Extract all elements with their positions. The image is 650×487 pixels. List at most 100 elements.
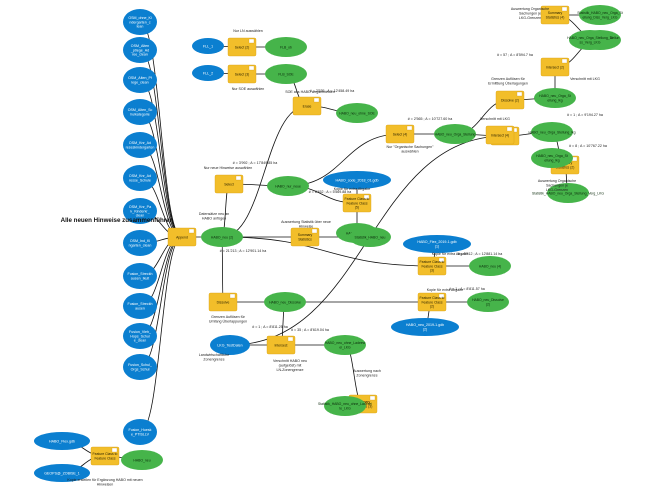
input-label: Fusion_Streckh bbox=[128, 302, 153, 306]
input-label: resse_Schule bbox=[129, 179, 151, 183]
input-dataset-node[interactable]: LKG_TestDaten bbox=[210, 335, 250, 355]
output-ellipse bbox=[324, 396, 366, 416]
tool-node[interactable]: Append bbox=[167, 227, 197, 247]
output-ellipse bbox=[569, 30, 611, 50]
tool-node[interactable]: Select (4) bbox=[385, 124, 415, 144]
input-label: reseskindergarten bbox=[126, 146, 155, 150]
output-dataset-node[interactable]: HABO_neu_Dissolve(2) bbox=[467, 292, 509, 312]
tool-label: Summary bbox=[298, 233, 313, 237]
output-dataset-node[interactable]: HABO_nur_neue bbox=[267, 176, 309, 196]
output-dataset-node[interactable]: FLB_SOE bbox=[265, 64, 307, 84]
input-ellipse bbox=[123, 67, 157, 93]
input-dataset-node[interactable]: Fusion_Vieh_Hops_Schule_clean bbox=[123, 323, 157, 349]
tool-label: Select bbox=[224, 182, 233, 186]
tool-node[interactable]: Erase bbox=[292, 96, 322, 116]
output-dataset-node[interactable]: HABO_neu_Orga_Stellung bbox=[434, 124, 476, 144]
annotation-text: Sachungen je bbox=[546, 183, 568, 187]
input-dataset-node[interactable]: HABO_Flex.gdb bbox=[34, 432, 90, 450]
tool-node[interactable]: Intersect bbox=[266, 335, 296, 355]
input-ellipse bbox=[123, 9, 157, 35]
annotation-text: Kopie für extra Abgabe bbox=[334, 187, 371, 191]
output-ellipse bbox=[349, 227, 391, 247]
output-ellipse bbox=[264, 292, 306, 312]
input-label: HABO_Flex_2019-1.gdb bbox=[417, 240, 456, 244]
input-dataset-node[interactable]: HABO_Flex_2019-1.gdb(1) bbox=[403, 235, 471, 253]
input-dataset-node[interactable]: FLL_1 bbox=[192, 38, 224, 54]
edge-count-label: # = 57 ; A = 8'594.7 ha bbox=[497, 53, 533, 57]
input-label: LKG_TestDaten bbox=[217, 343, 242, 347]
output-dataset-node[interactable]: HABO_neu_ohne_SOE bbox=[336, 103, 378, 123]
hammer-icon bbox=[561, 6, 568, 12]
output-dataset-node[interactable]: Statistik_HABO_neu bbox=[349, 227, 391, 247]
output-dataset-node[interactable]: HABO_neu_Orga_Stellung_Diss_Verg_LKG bbox=[567, 30, 613, 50]
input-dataset-node[interactable]: OSM_Knr_Pak_Kinderkr_clean bbox=[123, 198, 157, 224]
tool-label: Feature Class to bbox=[345, 197, 370, 201]
tool-label: Select (4) bbox=[393, 132, 408, 136]
edge-count-label: # = 3'992 ; A = 17'849.85 ha bbox=[233, 161, 278, 165]
tool-label: Feature Class bbox=[94, 456, 115, 460]
tool-label: Statistics bbox=[298, 237, 312, 241]
tool-node[interactable]: Select (3) bbox=[227, 64, 257, 84]
annotation-text: LN-Zonengrenze bbox=[277, 368, 304, 372]
output-dataset-node[interactable]: HABO_neu bbox=[121, 450, 163, 470]
output-dataset-node[interactable]: HABO_neu_Dissolve bbox=[264, 292, 306, 312]
input-ellipse bbox=[192, 65, 224, 81]
tool-node[interactable]: Intersect (4) bbox=[485, 125, 515, 145]
output-ellipse bbox=[265, 37, 307, 57]
output-dataset-node[interactable]: FLB_ob bbox=[265, 37, 307, 57]
tool-node[interactable]: Dissolve (2) bbox=[495, 90, 525, 110]
annotation-text: Landwirtschaftliche bbox=[199, 353, 230, 357]
output-label: HABO_neu_Dissolve bbox=[472, 298, 504, 302]
input-dataset-node[interactable]: HABO_code_2018_01.gdb bbox=[323, 171, 391, 189]
output-label: HABO_neu_ohne_Ladeew bbox=[325, 341, 366, 345]
input-dataset-node[interactable]: HABO_neu_2019-1.gdb(2) bbox=[391, 318, 459, 336]
tool-node[interactable]: Select (2) bbox=[227, 37, 257, 57]
output-label: HABO_neu_Orga_Stellung_Di bbox=[567, 36, 613, 40]
hammer-icon bbox=[313, 97, 320, 103]
output-dataset-node[interactable]: HABO_neu_Orga_Stellung_lkg bbox=[534, 88, 576, 108]
edge-count-label: # = 1 ; A = 8'811.57 ha bbox=[449, 287, 485, 291]
hammer-icon bbox=[516, 91, 523, 97]
input-dataset-node[interactable]: Fusion_Schul_Orgs_Schul bbox=[123, 354, 157, 380]
tool-label: Dissolve bbox=[217, 300, 230, 304]
output-dataset-node[interactable]: Statistik_HABO_neu_Orga_Stellung_Verg_LK… bbox=[532, 183, 604, 203]
input-ellipse bbox=[123, 99, 157, 125]
tool-node[interactable]: Intersect (2) bbox=[540, 57, 570, 77]
output-dataset-node[interactable]: HABO_neu_Orga_Stellung_lkg bbox=[531, 148, 573, 168]
output-label: (2) bbox=[486, 302, 490, 306]
annotation-text: Datensätze neu an bbox=[199, 212, 229, 216]
output-dataset-node[interactable]: HABO_neu_Orga_Stellung_lkg bbox=[529, 122, 576, 142]
output-dataset-node[interactable]: HABO_neu (2) bbox=[201, 227, 243, 247]
input-label: (1) bbox=[435, 245, 439, 249]
output-dataset-node[interactable]: Statistik_HABO_neu_Orga_Stellung_Diss_Ve… bbox=[577, 5, 623, 25]
hammer-icon bbox=[287, 336, 294, 342]
tool-label: Feature Class bbox=[421, 264, 442, 268]
tool-node[interactable]: Dissolve bbox=[208, 292, 238, 312]
hammer-icon bbox=[111, 447, 118, 453]
annotation-text: Zonengrenze bbox=[356, 373, 377, 377]
input-dataset-node[interactable]: GEOPS@_ZOBISE_1 bbox=[34, 464, 90, 482]
input-label: OSM_Knr_Pa bbox=[129, 205, 151, 209]
output-dataset-node[interactable]: HABO_neu (4) bbox=[469, 256, 511, 276]
input-dataset-node[interactable]: FLL_2 bbox=[192, 65, 224, 81]
tool-node[interactable]: Select bbox=[214, 174, 244, 194]
annotation-text: Nur LN auswählen bbox=[233, 29, 263, 33]
